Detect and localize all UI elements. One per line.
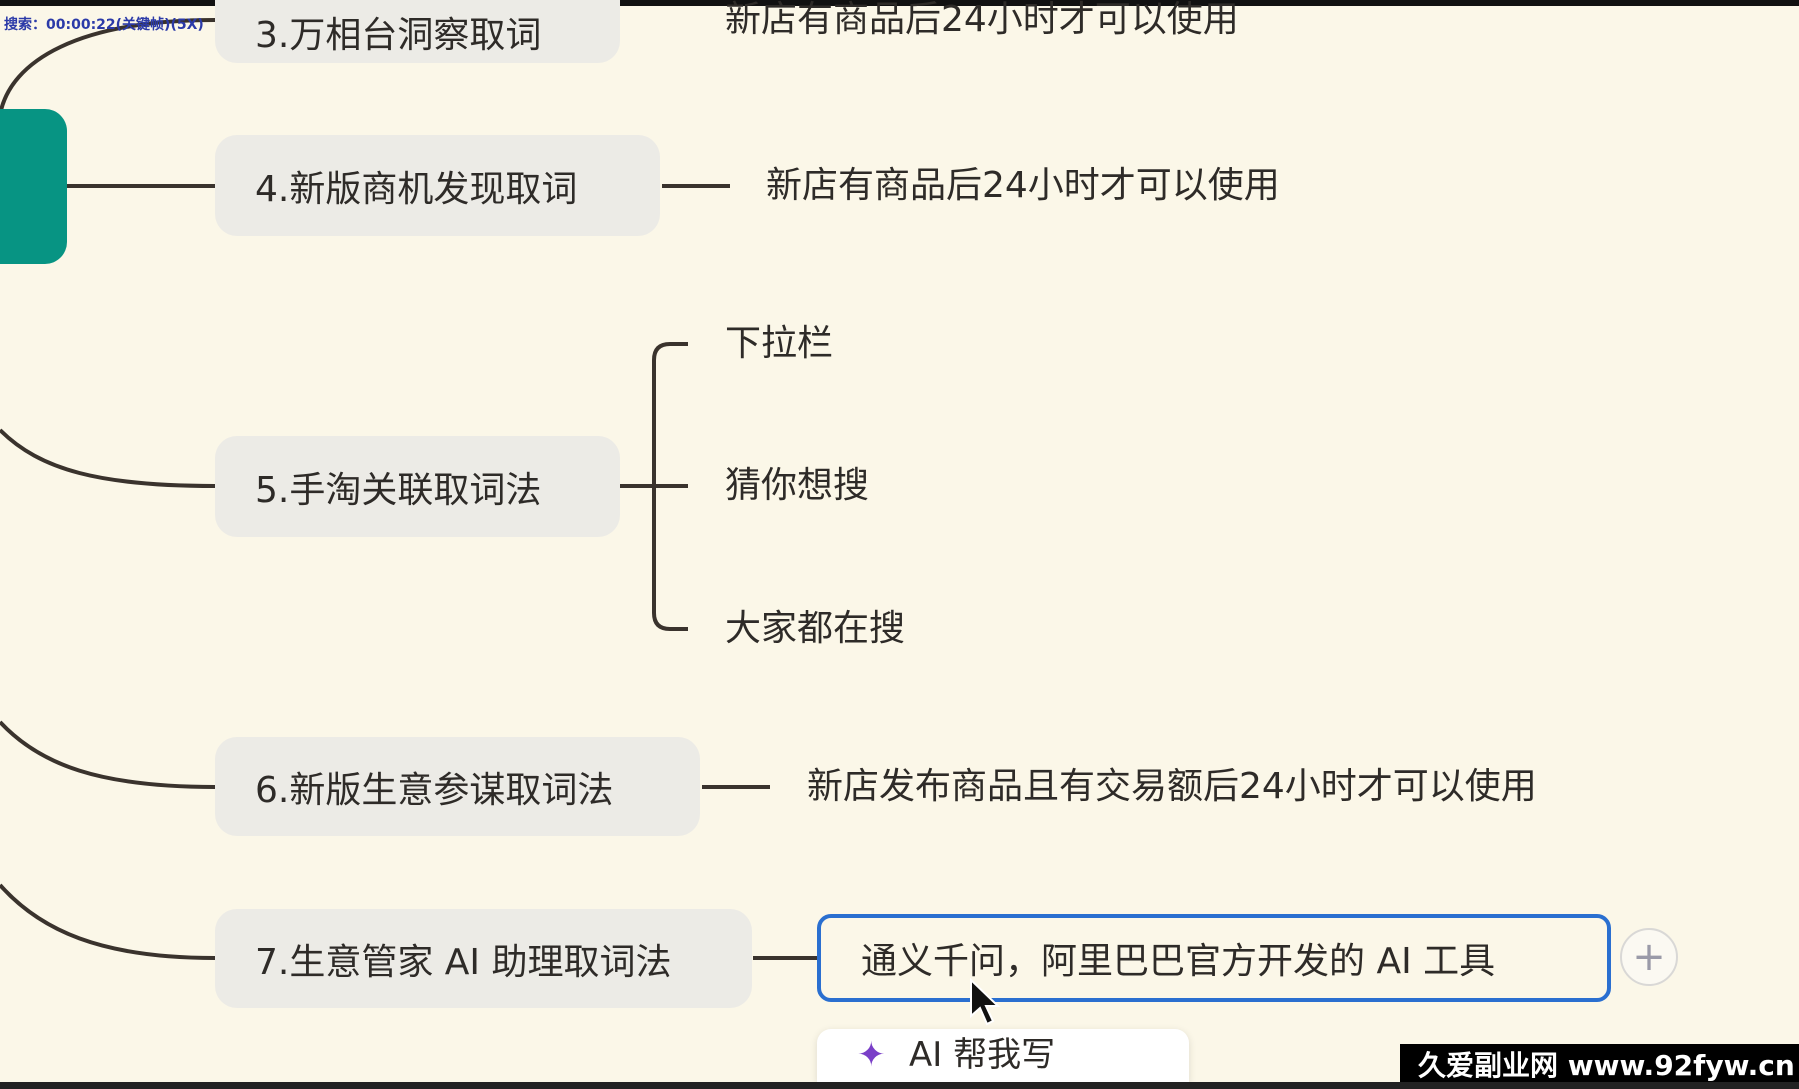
- node-3-note[interactable]: 新店有商品后24小时才可以使用: [725, 0, 1239, 40]
- ai-write-option[interactable]: AI 帮我写: [909, 1035, 1056, 1075]
- bottom-bar: [0, 1082, 1799, 1089]
- ai-popup-menu[interactable]: ✦ AI 帮我写: [817, 1029, 1189, 1082]
- node-7[interactable]: 7.生意管家 AI 助理取词法: [215, 909, 752, 1008]
- node-5[interactable]: 5.手淘关联取词法: [215, 436, 620, 537]
- node-5-child-3[interactable]: 大家都在搜: [725, 608, 906, 649]
- watermark: 久爱副业网 www.92fyw.cn: [1400, 1044, 1799, 1084]
- node-7-note-editing[interactable]: 通义千问，阿里巴巴官方开发的 AI 工具: [817, 914, 1611, 1002]
- node-7-note-text: 通义千问，阿里巴巴官方开发的 AI 工具: [861, 941, 1496, 982]
- add-node-button[interactable]: +: [1620, 928, 1678, 986]
- connector-5: [0, 428, 216, 488]
- node-label: 4.新版商机发现取词: [255, 168, 578, 210]
- node-5-child-2[interactable]: 猜你想搜: [725, 465, 870, 506]
- mouse-cursor-icon: [970, 978, 1001, 1026]
- node-label: 3.万相台洞察取词: [255, 14, 542, 56]
- connector-7: [0, 883, 216, 960]
- node-4-note[interactable]: 新店有商品后24小时才可以使用: [766, 165, 1280, 206]
- video-timestamp: 搜索：00:00:22(关键帧)(5X): [4, 17, 204, 33]
- connector-3: [0, 18, 216, 116]
- top-bar: [0, 0, 1799, 6]
- connector-5-bracket: [620, 342, 688, 631]
- ai-sparkle-icon: ✦: [857, 1035, 886, 1075]
- connector-6: [0, 720, 216, 789]
- node-3[interactable]: 3.万相台洞察取词: [215, 0, 620, 63]
- node-6[interactable]: 6.新版生意参谋取词法: [215, 737, 700, 836]
- root-node[interactable]: [0, 109, 67, 264]
- node-label: 5.手淘关联取词法: [255, 469, 542, 511]
- node-4[interactable]: 4.新版商机发现取词: [215, 135, 660, 236]
- node-5-child-1[interactable]: 下拉栏: [725, 323, 834, 364]
- node-label: 6.新版生意参谋取词法: [255, 769, 614, 811]
- node-6-note[interactable]: 新店发布商品且有交易额后24小时才可以使用: [807, 766, 1537, 807]
- node-label: 7.生意管家 AI 助理取词法: [255, 941, 672, 983]
